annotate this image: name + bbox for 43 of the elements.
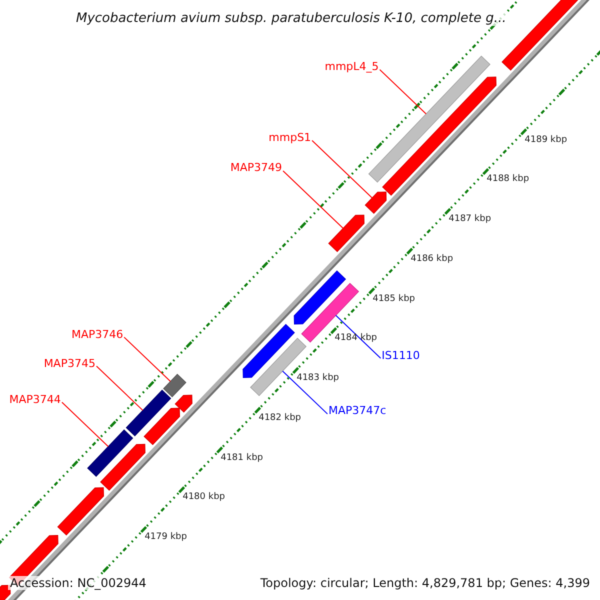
tick-label: 4188 kbp [486,175,530,184]
gene-label: MAP3745 [44,358,96,369]
gene-label: mmpL4_5 [324,61,379,72]
leader-line [335,314,382,359]
gene-segment [0,584,11,600]
tick-label: 4182 kbp [258,414,301,423]
gene-segment [364,192,387,214]
gene-label: MAP3749 [230,162,282,174]
tick-label: 4180 kbp [182,493,225,502]
gene-segment [301,282,360,343]
gene-label: IS1110 [382,350,420,361]
gene-label: MAP3746 [71,328,124,340]
leader-line [61,402,109,447]
tick-label: 4181 kbp [220,454,263,463]
gene-segment [242,324,295,378]
genome-info-text: Topology: circular; Length: 4,829,781 bp; Genes: 4,399 [258,576,592,590]
tick-label: 4186 kbp [410,254,454,264]
leader-line [379,69,427,114]
tick-label: 4187 kbp [448,215,492,224]
leader-line [312,140,373,198]
leader-line [124,336,171,382]
gene-segment [57,487,104,536]
title: Mycobacterium avium subsp. paratuberculosis K-10, complete g... [74,11,508,26]
tick-label: 4179 kbp [144,533,187,542]
gene-segment [87,429,134,477]
gene-segment [328,214,364,252]
accession-text: Accession: NC_002944 [8,576,148,590]
gene-label: MAP3744 [9,394,61,405]
tick-label: 4184 kbp [334,334,378,344]
leader-line [282,170,344,229]
gene-label: mmpS1 [268,132,312,144]
leader-line [96,366,144,411]
gene-segment [100,444,146,491]
tick-label: 4183 kbp [296,374,340,384]
gene-segment [294,270,346,324]
gene-segment [144,408,180,446]
tick-label: 4185 kbp [372,294,416,304]
leader-line [282,370,328,414]
gene-label: MAP3747c [328,405,386,416]
gene-segment [163,374,186,398]
tick-label: 4189 kbp [524,136,568,145]
gene-segment [126,390,172,436]
gene-segment [174,394,192,413]
